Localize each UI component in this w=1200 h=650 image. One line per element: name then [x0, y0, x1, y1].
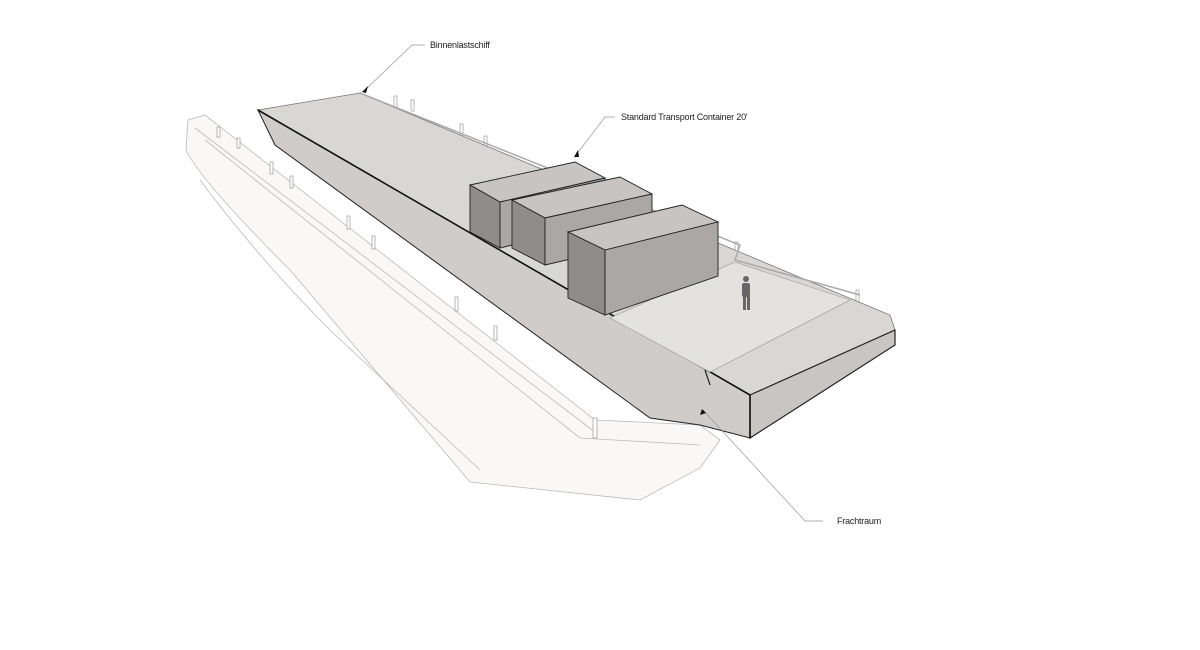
container-3	[566, 204, 720, 316]
leader-arrows	[362, 86, 706, 415]
leader-lines	[363, 44, 823, 522]
bollards	[216, 95, 860, 439]
ghost-hull	[185, 114, 721, 501]
person-figure	[742, 276, 750, 310]
label-hold: Frachtraum	[837, 516, 882, 526]
label-ship: Binnenlastschiff	[430, 40, 490, 50]
label-container: Standard Transport Container 20'	[621, 112, 748, 122]
